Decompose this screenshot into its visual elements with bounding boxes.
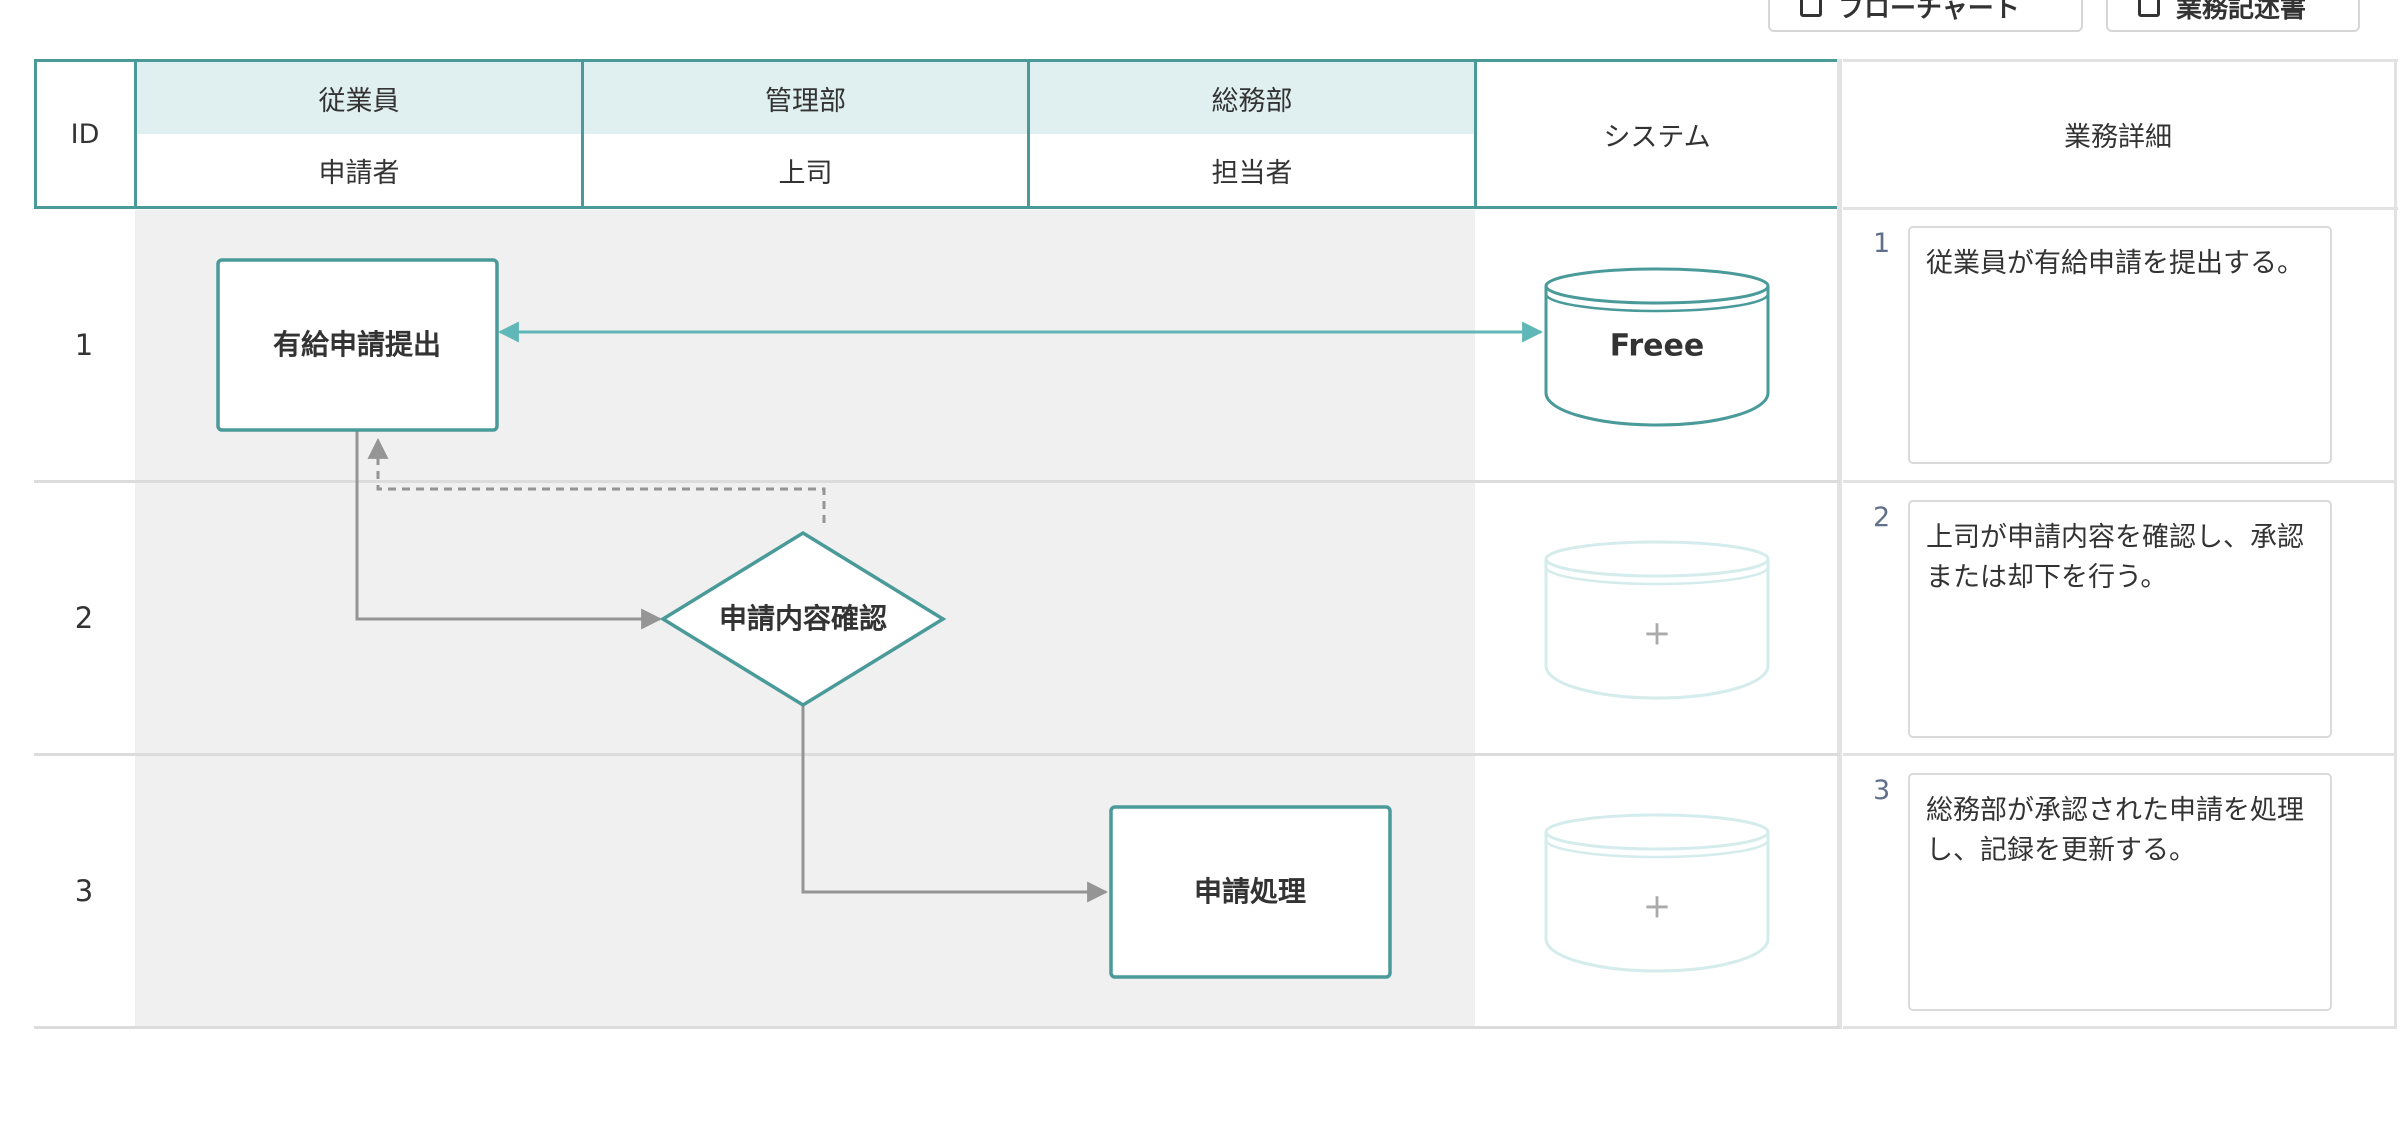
header-border-top	[34, 59, 1840, 62]
row-id-label: 1	[74, 328, 94, 362]
row-divider	[1843, 480, 2395, 483]
details-border-right	[2394, 59, 2397, 1029]
row-divider	[1843, 753, 2395, 756]
details-column-divider	[1837, 59, 1842, 1029]
flow-arrow	[355, 430, 663, 630]
lane-role: 上司	[778, 158, 833, 189]
header-divider	[581, 59, 584, 209]
header-details: 業務詳細	[1843, 62, 2393, 207]
row-divider	[34, 1026, 1840, 1029]
header-divider	[1474, 59, 1477, 209]
lane-department: 従業員	[318, 85, 400, 117]
decision-node[interactable]	[659, 530, 947, 708]
flow-arrow-reject	[367, 437, 826, 523]
row-id: 2	[34, 483, 134, 753]
header-lane-role: 申請者	[137, 134, 581, 207]
header-divider	[34, 59, 37, 209]
row-divider	[1843, 1026, 2395, 1029]
header-border-bottom	[34, 206, 1840, 209]
row-divider	[34, 753, 1840, 756]
manual-button[interactable]: 業務記述書	[2106, 0, 2360, 32]
header-id-label: ID	[70, 119, 100, 150]
lane-department: 管理部	[765, 85, 846, 117]
process-node[interactable]	[216, 258, 499, 432]
system-label: システム	[1603, 122, 1711, 153]
header-divider	[1027, 59, 1030, 209]
row-id: 3	[34, 756, 134, 1026]
plus-icon: +	[1643, 887, 1672, 927]
row-divider	[34, 480, 1840, 483]
lane-department: 総務部	[1211, 85, 1293, 117]
row-id-label: 3	[74, 874, 94, 908]
detail-textarea[interactable]: 上司が申請内容を確認し、承認または却下を行う。	[1908, 500, 2332, 738]
manual-button-label: 業務記述書	[2176, 0, 2307, 24]
flowchart-button-label: フローチャート	[1838, 0, 2020, 24]
process-node-label: 有給申請提出	[273, 328, 441, 361]
database-node[interactable]	[1544, 267, 1770, 427]
flowchart-button[interactable]: フローチャート	[1768, 0, 2083, 32]
header-lane-dept: 管理部	[584, 62, 1027, 134]
header-lane-role: 担当者	[1030, 134, 1474, 207]
detail-number: 1	[1873, 228, 1891, 259]
detail-textarea[interactable]: 総務部が承認された申請を処理し、記録を更新する。	[1908, 773, 2332, 1011]
lane-role: 担当者	[1211, 158, 1293, 189]
detail-textarea[interactable]: 従業員が有給申請を提出する。	[1908, 226, 2332, 464]
process-node[interactable]	[1109, 805, 1392, 979]
header-lane-dept: 従業員	[137, 62, 581, 134]
header-divider	[134, 59, 137, 209]
detail-number: 3	[1873, 775, 1891, 806]
header-id: ID	[36, 62, 134, 207]
header-system: システム	[1477, 62, 1837, 207]
header-lane-role: 上司	[584, 134, 1027, 207]
database-label: Freee	[1610, 329, 1704, 364]
export-icon	[2138, 0, 2160, 17]
export-icon	[1800, 0, 1822, 17]
lane-role: 申請者	[318, 158, 400, 189]
row-id: 1	[34, 210, 134, 480]
add-system-placeholder[interactable]	[1544, 540, 1770, 700]
flow-arrow	[801, 705, 1109, 903]
header-lane-dept: 総務部	[1030, 62, 1474, 134]
row-id-label: 2	[74, 601, 94, 635]
details-border-top	[1843, 59, 2398, 62]
decision-node-label: 申請内容確認	[719, 602, 887, 635]
process-node-label: 申請処理	[1194, 875, 1306, 908]
details-label: 業務詳細	[2064, 122, 2172, 153]
detail-number: 2	[1873, 502, 1891, 533]
details-border-bottom	[1843, 207, 2398, 210]
plus-icon: +	[1643, 614, 1672, 654]
add-system-placeholder[interactable]	[1544, 813, 1770, 973]
